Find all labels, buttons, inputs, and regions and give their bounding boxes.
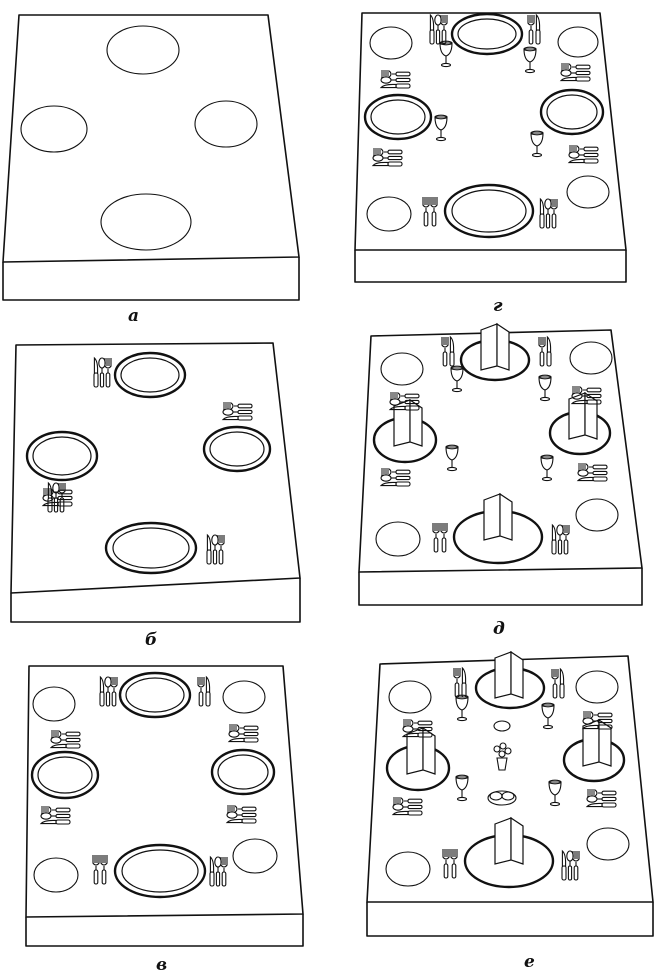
- plate: [210, 748, 276, 796]
- cutlery-set: [381, 469, 410, 486]
- salt-cellar: [493, 720, 511, 732]
- cutlery-set: [562, 851, 579, 880]
- plate: [450, 12, 524, 56]
- folded-napkin: [582, 719, 612, 767]
- cutlery-set: [41, 807, 70, 824]
- wine-glass: [450, 365, 464, 393]
- folded-napkin: [406, 727, 436, 775]
- cutlery-set: [569, 146, 598, 163]
- cutlery-set: [442, 848, 458, 879]
- panel-label: д: [493, 619, 505, 639]
- plate: [30, 750, 100, 800]
- cutlery-set: [540, 199, 557, 228]
- cutlery-set: [441, 336, 455, 367]
- plate: [104, 521, 198, 575]
- cutlery-set: [552, 525, 569, 554]
- plate: [113, 843, 207, 899]
- plate: [202, 425, 272, 473]
- folded-napkin: [494, 817, 524, 865]
- plate-spot: [100, 193, 192, 251]
- cutlery-set: [94, 358, 111, 387]
- panel-label: г: [493, 296, 503, 316]
- panel-v: в: [25, 665, 304, 975]
- condiment-set: [487, 790, 517, 806]
- folded-napkin: [483, 493, 513, 541]
- plate-spot: [194, 100, 258, 148]
- cutlery-set: [587, 790, 616, 807]
- wine-glass: [548, 779, 562, 807]
- wine-glass: [445, 444, 459, 472]
- cutlery-set: [453, 667, 467, 698]
- cutlery-set: [100, 677, 117, 706]
- panel-b: б: [10, 342, 301, 650]
- wine-glass: [523, 46, 537, 74]
- panel-d: д: [358, 323, 643, 639]
- plate: [443, 183, 535, 239]
- plate: [118, 671, 192, 719]
- cutlery-set: [578, 464, 607, 481]
- cutlery-set: [229, 725, 258, 742]
- plate-spot: [20, 105, 88, 153]
- cutlery-set: [432, 522, 448, 553]
- folded-napkin: [480, 323, 510, 371]
- panel-label: в: [156, 955, 167, 975]
- flower-vase: [493, 742, 512, 771]
- cutlery-set: [422, 196, 438, 227]
- panel-a: а: [2, 14, 300, 326]
- wine-glass: [434, 114, 448, 142]
- cutlery-set: [43, 489, 72, 506]
- panel-e: е: [366, 651, 654, 972]
- plate: [25, 430, 99, 482]
- cutlery-set: [561, 64, 590, 81]
- cutlery-set: [538, 336, 552, 367]
- cutlery-set: [223, 403, 252, 420]
- cutlery-set: [430, 15, 447, 44]
- cutlery-set: [393, 798, 422, 815]
- cutlery-set: [551, 668, 565, 699]
- wine-glass: [439, 40, 453, 68]
- plate: [539, 88, 605, 136]
- cutlery-set: [210, 857, 227, 886]
- plate-spot: [106, 25, 180, 75]
- wine-glass: [455, 694, 469, 722]
- cutlery-set: [381, 71, 410, 88]
- plate: [363, 93, 433, 141]
- cutlery-set: [527, 14, 541, 45]
- panel-label: а: [128, 306, 139, 326]
- cutlery-set: [92, 854, 108, 885]
- panel-g: г: [354, 12, 627, 316]
- plate: [113, 351, 187, 399]
- wine-glass: [455, 774, 469, 802]
- wine-glass: [530, 130, 544, 158]
- wine-glass: [540, 454, 554, 482]
- panel-label: б: [145, 630, 157, 650]
- cutlery-set: [373, 149, 402, 166]
- cutlery-set: [207, 535, 224, 564]
- wine-glass: [538, 374, 552, 402]
- panel-label: е: [524, 952, 535, 972]
- cutlery-set: [227, 806, 256, 823]
- folded-napkin: [494, 651, 524, 699]
- cutlery-set: [197, 676, 211, 707]
- wine-glass: [541, 702, 555, 730]
- cutlery-set: [51, 731, 80, 748]
